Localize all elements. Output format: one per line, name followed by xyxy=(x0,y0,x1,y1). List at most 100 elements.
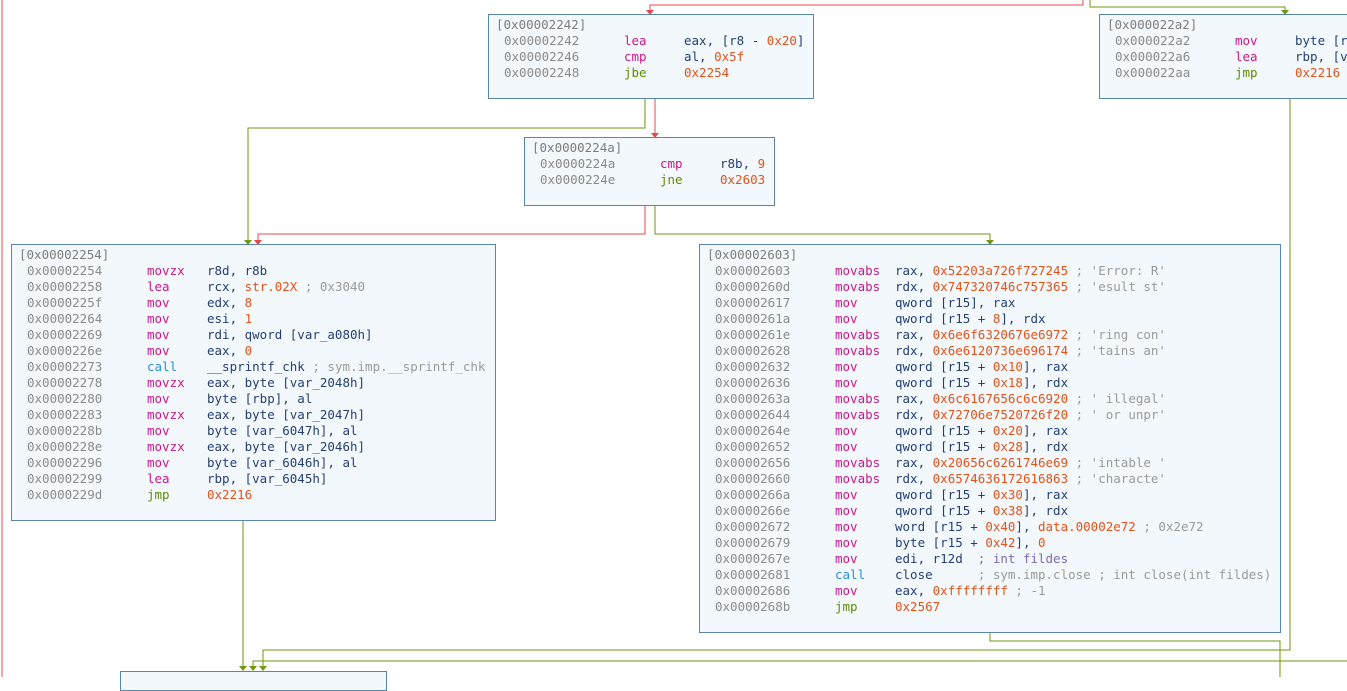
instruction-comment: ; sym.imp.close ; int close(int fildes) xyxy=(932,567,1272,582)
arrow-into-22a2 xyxy=(1281,10,1289,15)
instruction-mnemonic: mov xyxy=(835,487,858,502)
operand-text: rax, xyxy=(895,455,933,470)
operand-value: 0x52203a726f727245 xyxy=(932,263,1069,278)
edge-22a2-down xyxy=(262,98,1291,669)
operand-text: ], rdx xyxy=(1022,439,1069,454)
instruction-comment: ; 'tains an' xyxy=(1068,343,1166,358)
edge-224a-to-2603 xyxy=(654,205,991,242)
operand-text: byte [rbp], al xyxy=(207,391,313,406)
instruction-mnemonic: lea xyxy=(1235,49,1258,64)
instruction-address: 0x00002280 xyxy=(27,391,103,406)
operand-value: 0x2254 xyxy=(684,65,730,80)
operand-text: rdx, xyxy=(895,343,933,358)
instruction-address: 0x00002264 xyxy=(27,311,103,326)
instruction-address: 0x0000228b xyxy=(27,423,103,438)
instruction-operands: byte [var_6046h], al xyxy=(207,455,358,471)
instruction-mnemonic: mov xyxy=(147,295,170,310)
operand-text: ], rdx xyxy=(1000,311,1046,326)
operand-text: rbp, [v xyxy=(1295,49,1347,64)
arrow-2242-to-2254 xyxy=(244,240,252,245)
basic-block-next[interactable] xyxy=(120,671,387,691)
instruction-address: 0x00002278 xyxy=(27,375,103,390)
instruction-mnemonic: movzx xyxy=(147,407,185,422)
arrow-224a-to-2603 xyxy=(986,240,994,245)
operand-text: ], xyxy=(1015,535,1038,550)
edge-224a-to-2254 xyxy=(257,205,646,242)
instruction-operands: 0x2254 xyxy=(684,65,729,81)
operand-text: esi, xyxy=(207,311,245,326)
instruction-row[interactable]: 0x000022a6 lea rbp, [v xyxy=(1107,49,1347,65)
instruction-operands: __sprintf_chk ; sym.imp.__sprintf_chk xyxy=(207,359,485,375)
instruction-mnemonic: movabs xyxy=(835,391,881,406)
operand-text: ], rax xyxy=(1022,359,1069,374)
instruction-address: 0x00002681 xyxy=(715,567,791,582)
instruction-mnemonic: call xyxy=(835,567,866,582)
operand-value: 1 xyxy=(244,311,253,326)
instruction-mnemonic: mov xyxy=(835,359,858,374)
instruction-address: 0x000022a6 xyxy=(1115,49,1191,64)
instruction-address: 0x00002636 xyxy=(715,375,791,390)
instruction-address: 0x00002246 xyxy=(504,49,580,64)
instruction-address: 0x0000226e xyxy=(27,343,103,358)
operand-value: 0x747320746c757365 xyxy=(932,279,1069,294)
instruction-mnemonic: jmp xyxy=(835,599,858,614)
operand-text: r8d, r8b xyxy=(207,263,268,278)
operand-value: 0x20 xyxy=(992,423,1023,438)
instruction-address: 0x0000267e xyxy=(715,551,791,566)
instruction-mnemonic: movabs xyxy=(835,407,881,422)
instruction-operands: qword [r15 + 0x28], rdx xyxy=(895,439,1068,455)
operand-text: word [r15 + xyxy=(895,519,986,534)
instruction-address: 0x00002299 xyxy=(27,471,103,486)
operand-value: 8 xyxy=(244,295,253,310)
